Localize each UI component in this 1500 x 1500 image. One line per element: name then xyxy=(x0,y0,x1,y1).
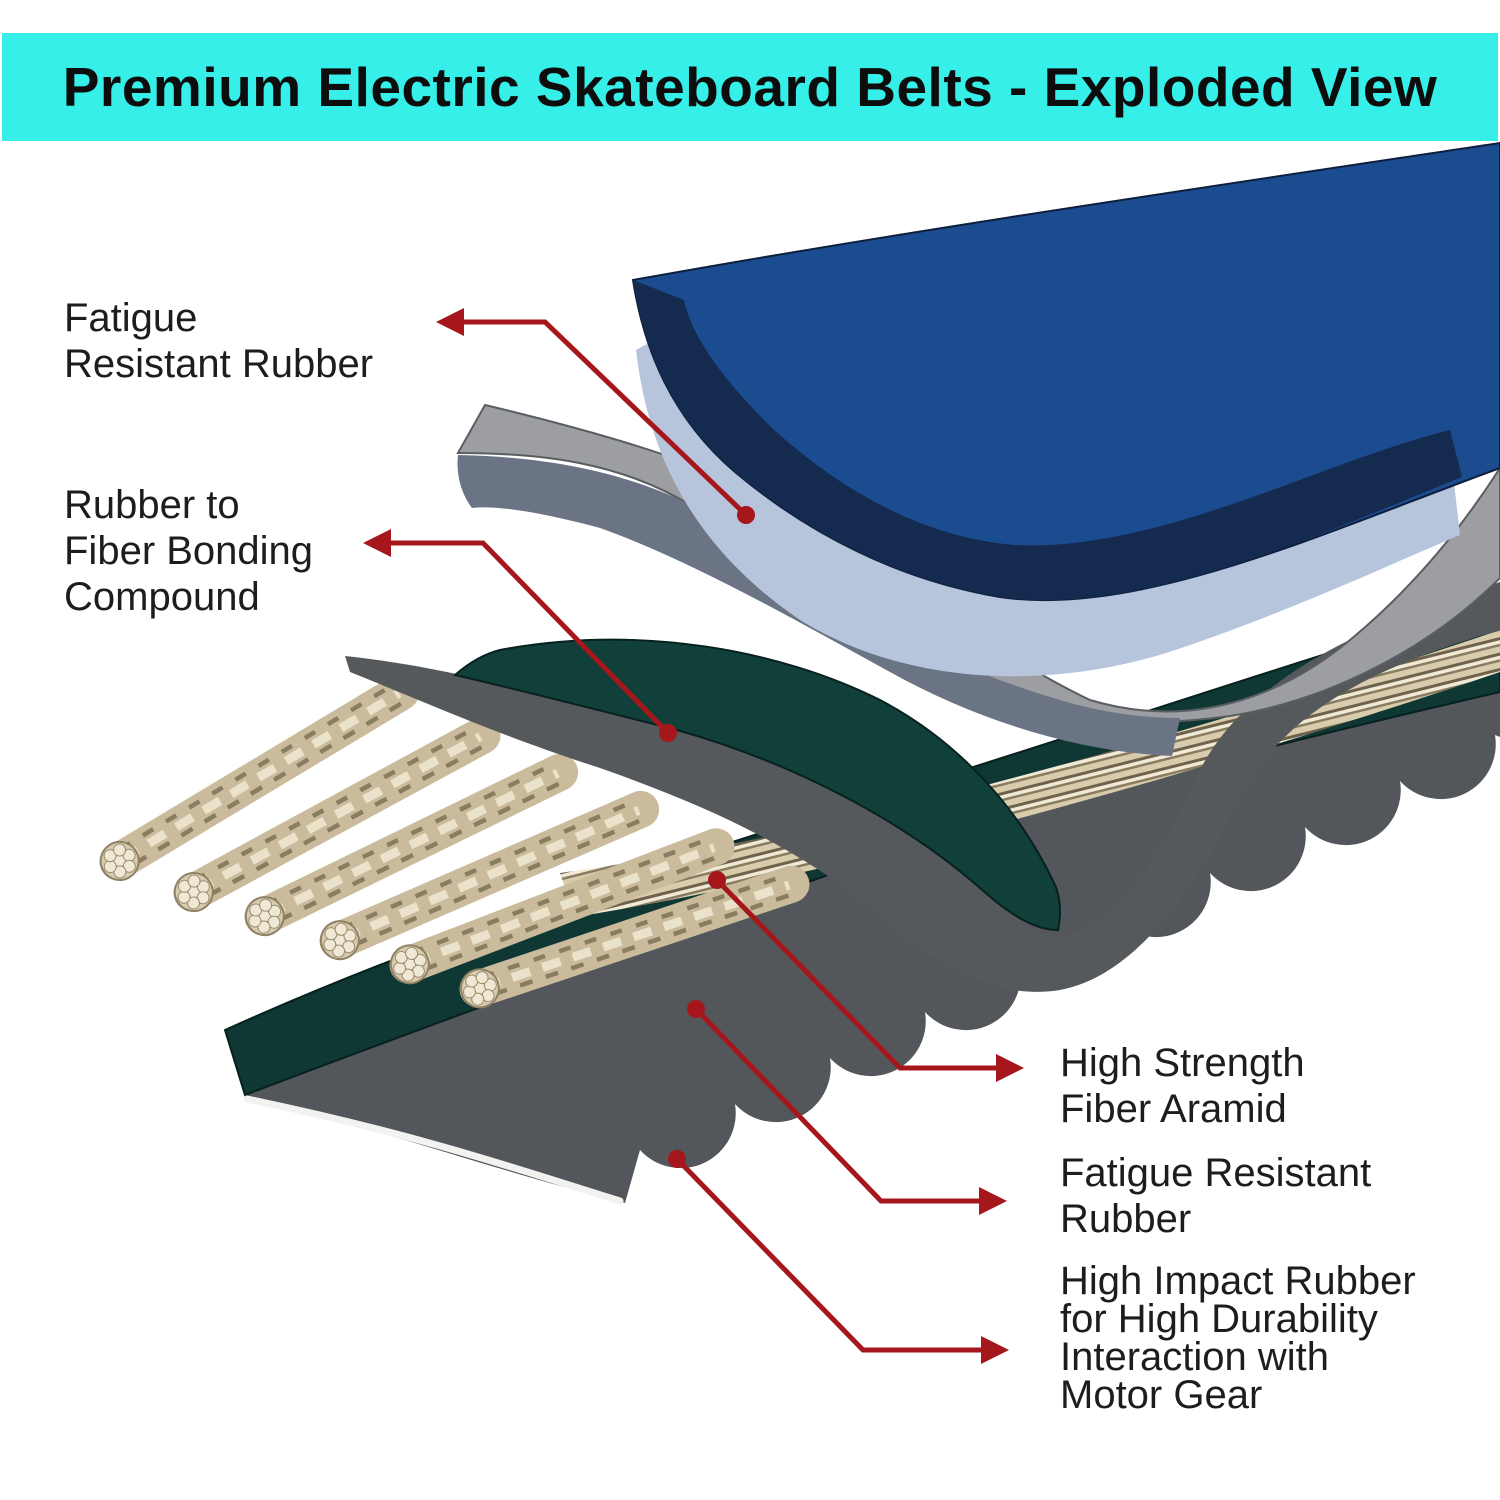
leader-aramid xyxy=(708,871,1024,1082)
arrowhead-impact xyxy=(981,1336,1009,1364)
dot-aramid xyxy=(708,871,726,889)
bonding-layer-edge xyxy=(345,582,1500,992)
belt-bottom-highlight xyxy=(243,1095,624,1205)
dot-fatigue-left xyxy=(737,506,755,524)
page-title: Premium Electric Skateboard Belts - Expl… xyxy=(62,56,1438,118)
leader-bonding xyxy=(363,529,677,742)
leader-lines xyxy=(363,308,1024,1364)
bonding-layer-teal-face xyxy=(452,638,1061,932)
leader-fatigue-left xyxy=(436,308,755,524)
arrowhead-fatigue-right xyxy=(979,1187,1007,1215)
leader-impact xyxy=(668,1150,1009,1364)
dot-impact xyxy=(668,1150,686,1168)
navy-layer-dark-edge xyxy=(633,280,1462,601)
arrowhead-fatigue-left xyxy=(436,308,464,336)
title-banner: Premium Electric Skateboard Belts - Expl… xyxy=(2,33,1498,141)
arrowhead-bonding xyxy=(363,529,391,557)
dot-bonding xyxy=(659,724,677,742)
leader-fatigue-right xyxy=(687,1000,1007,1215)
arrowhead-aramid xyxy=(996,1054,1024,1082)
dot-fatigue-right xyxy=(687,1000,705,1018)
